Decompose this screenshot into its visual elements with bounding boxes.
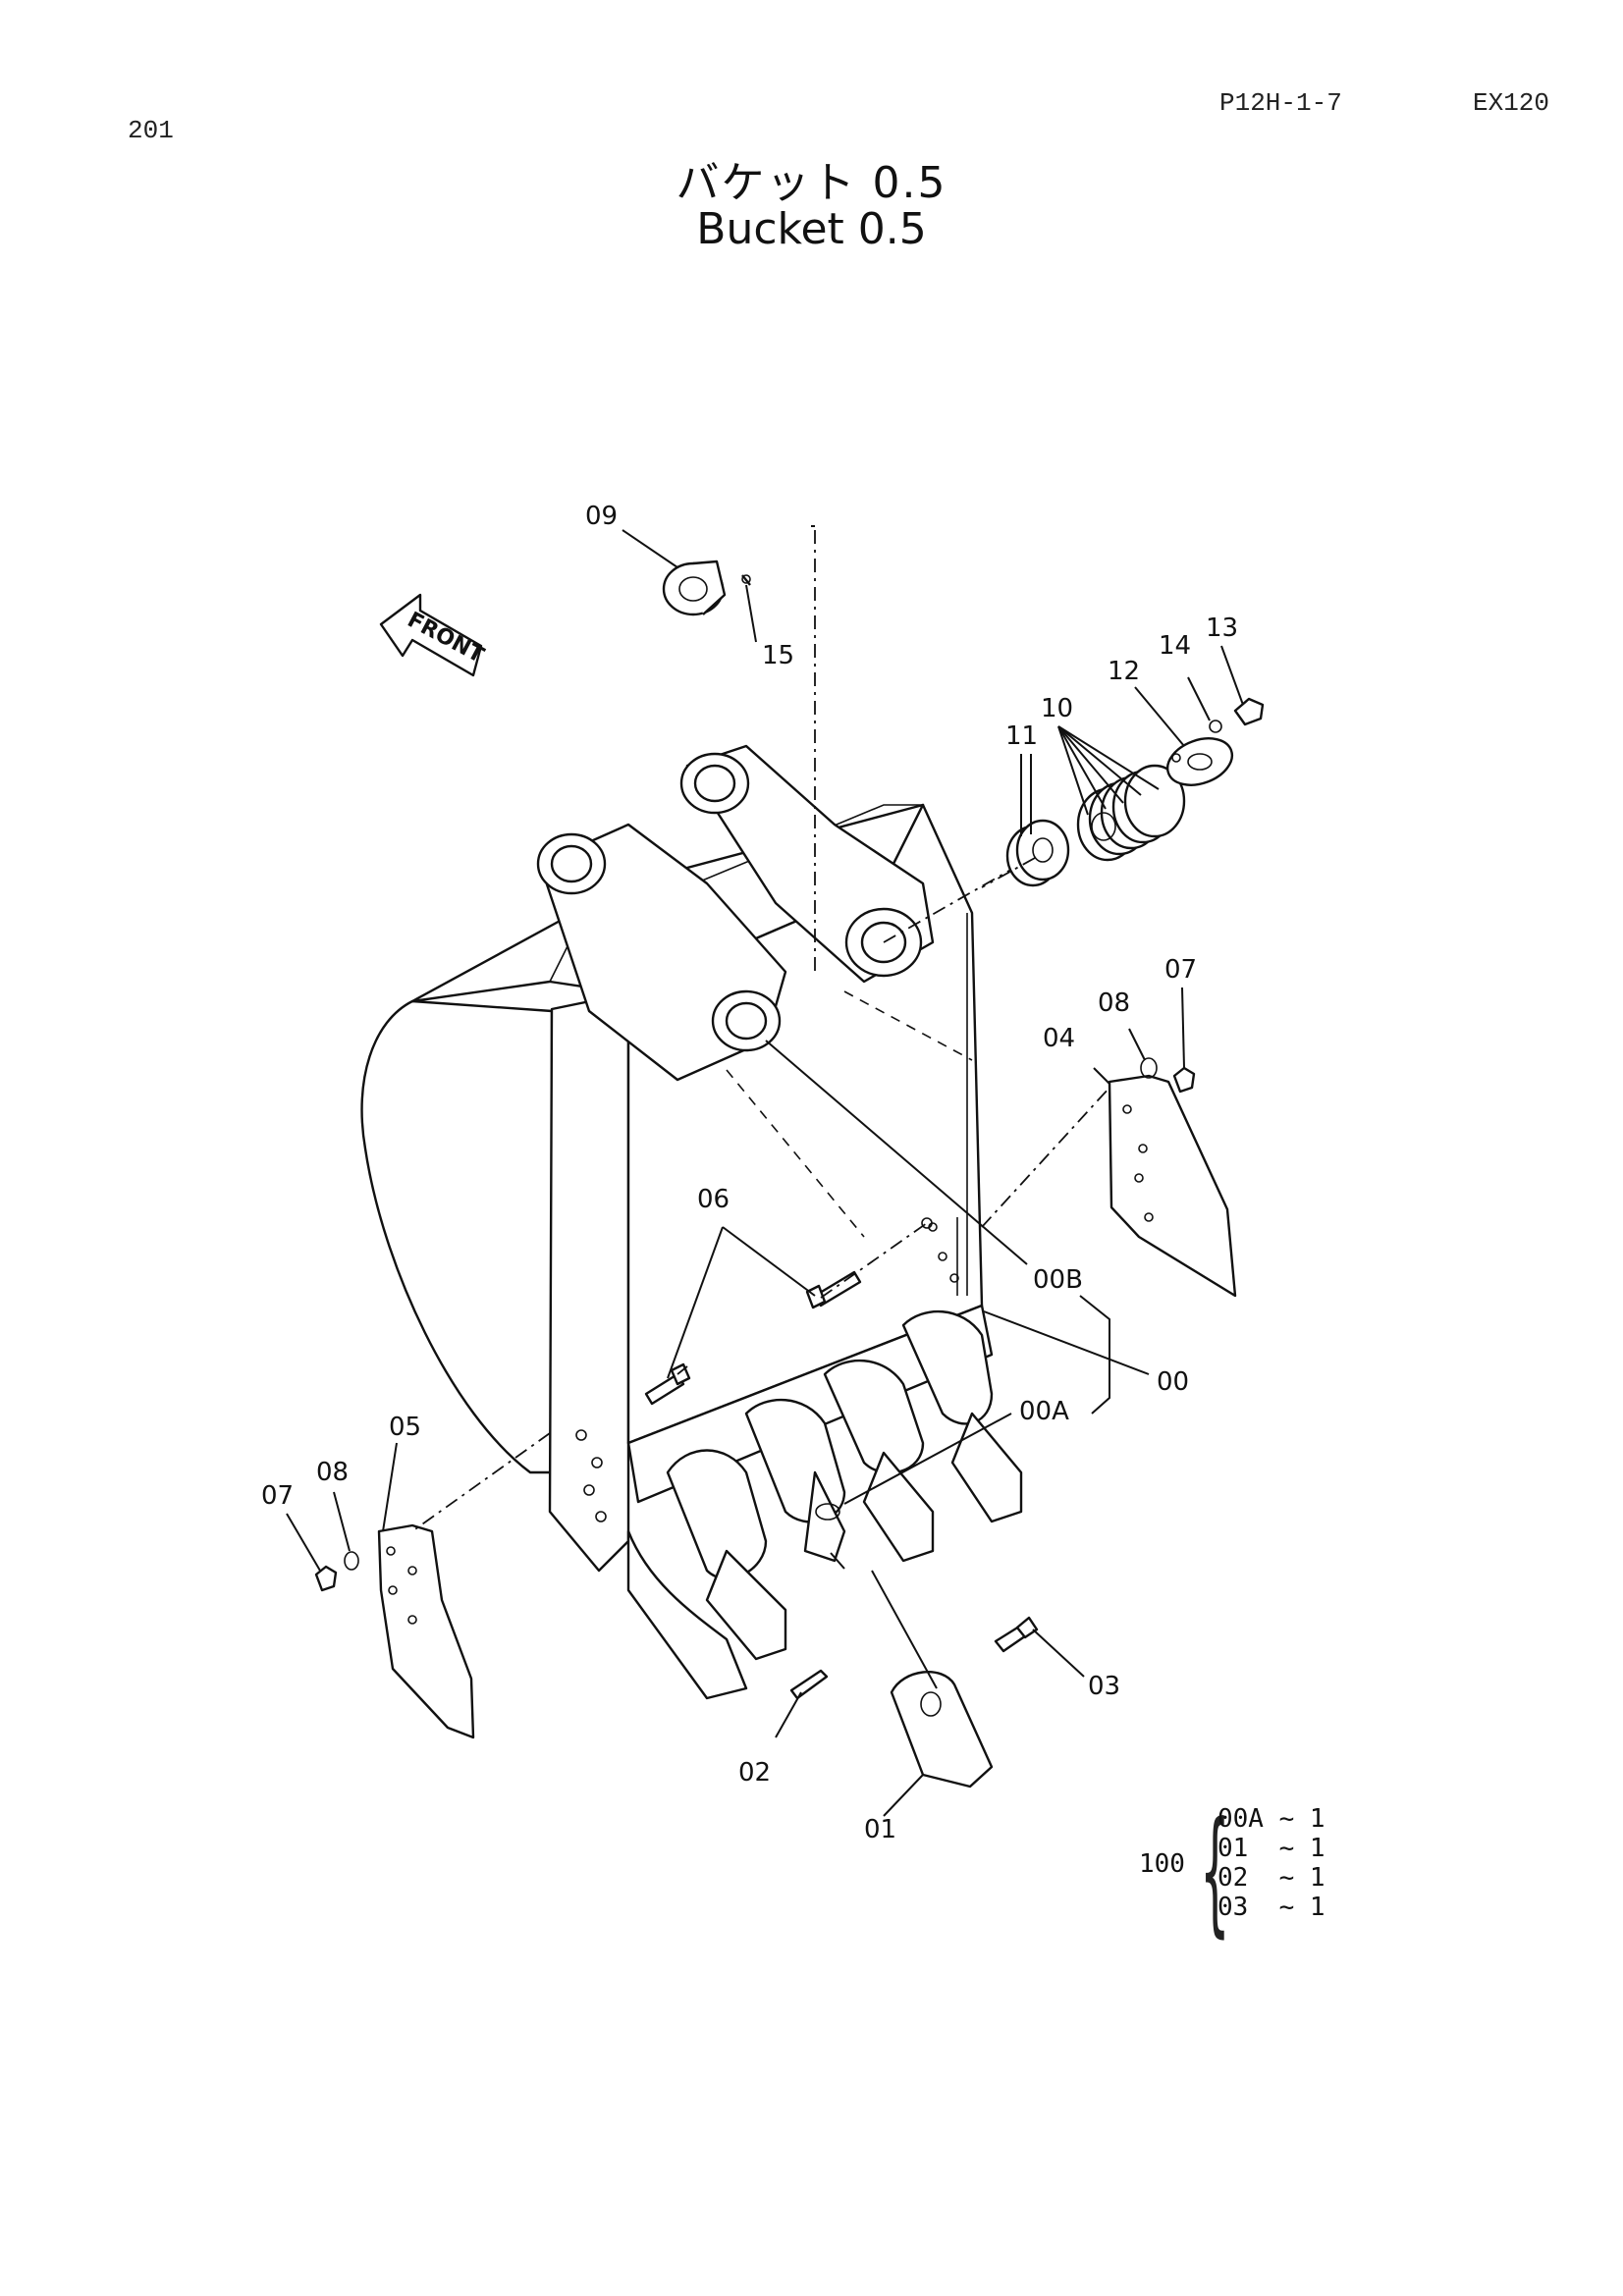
page-number: 201 — [128, 116, 174, 145]
assembly-set-number: 100 — [1139, 1849, 1185, 1879]
part-03-pin — [994, 1616, 1039, 1653]
bucket-teeth — [626, 1309, 1023, 1700]
part-06-bolts — [644, 1217, 933, 1406]
label-07-left: 07 — [261, 1481, 294, 1511]
label-13: 13 — [1206, 614, 1238, 643]
set-qty: ~ 1 — [1278, 1863, 1325, 1893]
label-08-right: 08 — [1098, 988, 1130, 1018]
part-10-shims — [1076, 764, 1186, 862]
label-12: 12 — [1108, 657, 1140, 686]
reference-code: P12H-1-7 — [1219, 88, 1342, 118]
label-09: 09 — [585, 502, 618, 531]
label-07-right: 07 — [1164, 955, 1197, 985]
label-05: 05 — [389, 1413, 421, 1442]
set-part: 03 — [1217, 1893, 1249, 1922]
set-qty: ~ 1 — [1278, 1834, 1325, 1863]
part-15-pin — [741, 574, 751, 586]
label-08-left: 08 — [316, 1458, 349, 1487]
label-00: 00 — [1157, 1367, 1189, 1397]
set-row-4: 03 ~ 1 — [1217, 1893, 1325, 1922]
part-08-washer-right — [1140, 1057, 1158, 1079]
title-japanese: バケット 0.5 — [676, 158, 947, 208]
set-row-3: 02 ~ 1 — [1217, 1863, 1325, 1893]
part-02-lock — [789, 1669, 829, 1700]
label-02: 02 — [738, 1758, 771, 1788]
pin-axis-right — [883, 863, 1022, 943]
set-part: 02 — [1217, 1863, 1249, 1893]
label-04: 04 — [1043, 1024, 1075, 1053]
label-00A: 00A — [1019, 1397, 1069, 1426]
part-14-washer — [1209, 720, 1222, 733]
label-00B: 00B — [1033, 1265, 1083, 1295]
part-11-shims — [1005, 819, 1070, 887]
part-08-washer-left — [344, 1551, 359, 1571]
part-01-tooth-tip — [890, 1671, 994, 1789]
label-06: 06 — [697, 1185, 730, 1214]
label-10: 10 — [1041, 694, 1073, 723]
label-01: 01 — [864, 1815, 896, 1844]
label-11: 11 — [1005, 721, 1038, 751]
model-code: EX120 — [1473, 88, 1550, 118]
label-14: 14 — [1159, 631, 1191, 661]
part-07-nut-left — [314, 1565, 338, 1592]
set-row-2: 01 ~ 1 — [1217, 1834, 1325, 1863]
part-04-side-cutter — [1108, 1074, 1237, 1298]
part-05-side-cutter — [377, 1523, 475, 1739]
front-arrow: FRONT — [379, 593, 488, 677]
set-row-1: 00A ~ 1 — [1217, 1804, 1325, 1834]
part-07-nut-right — [1172, 1066, 1196, 1094]
label-15: 15 — [762, 641, 794, 670]
title-english: Bucket 0.5 — [696, 204, 927, 254]
set-part: 01 — [1217, 1834, 1249, 1863]
set-qty: ~ 1 — [1278, 1804, 1325, 1834]
set-part: 00A — [1217, 1804, 1264, 1834]
legend-brace: { — [1200, 1792, 1230, 1950]
label-03: 03 — [1088, 1672, 1120, 1701]
part-12-plate — [1165, 737, 1234, 786]
set-qty: ~ 1 — [1278, 1893, 1325, 1922]
part-13-bolt — [1233, 697, 1265, 726]
bucket-bracket — [536, 744, 935, 1082]
part-09-cap — [662, 560, 727, 616]
